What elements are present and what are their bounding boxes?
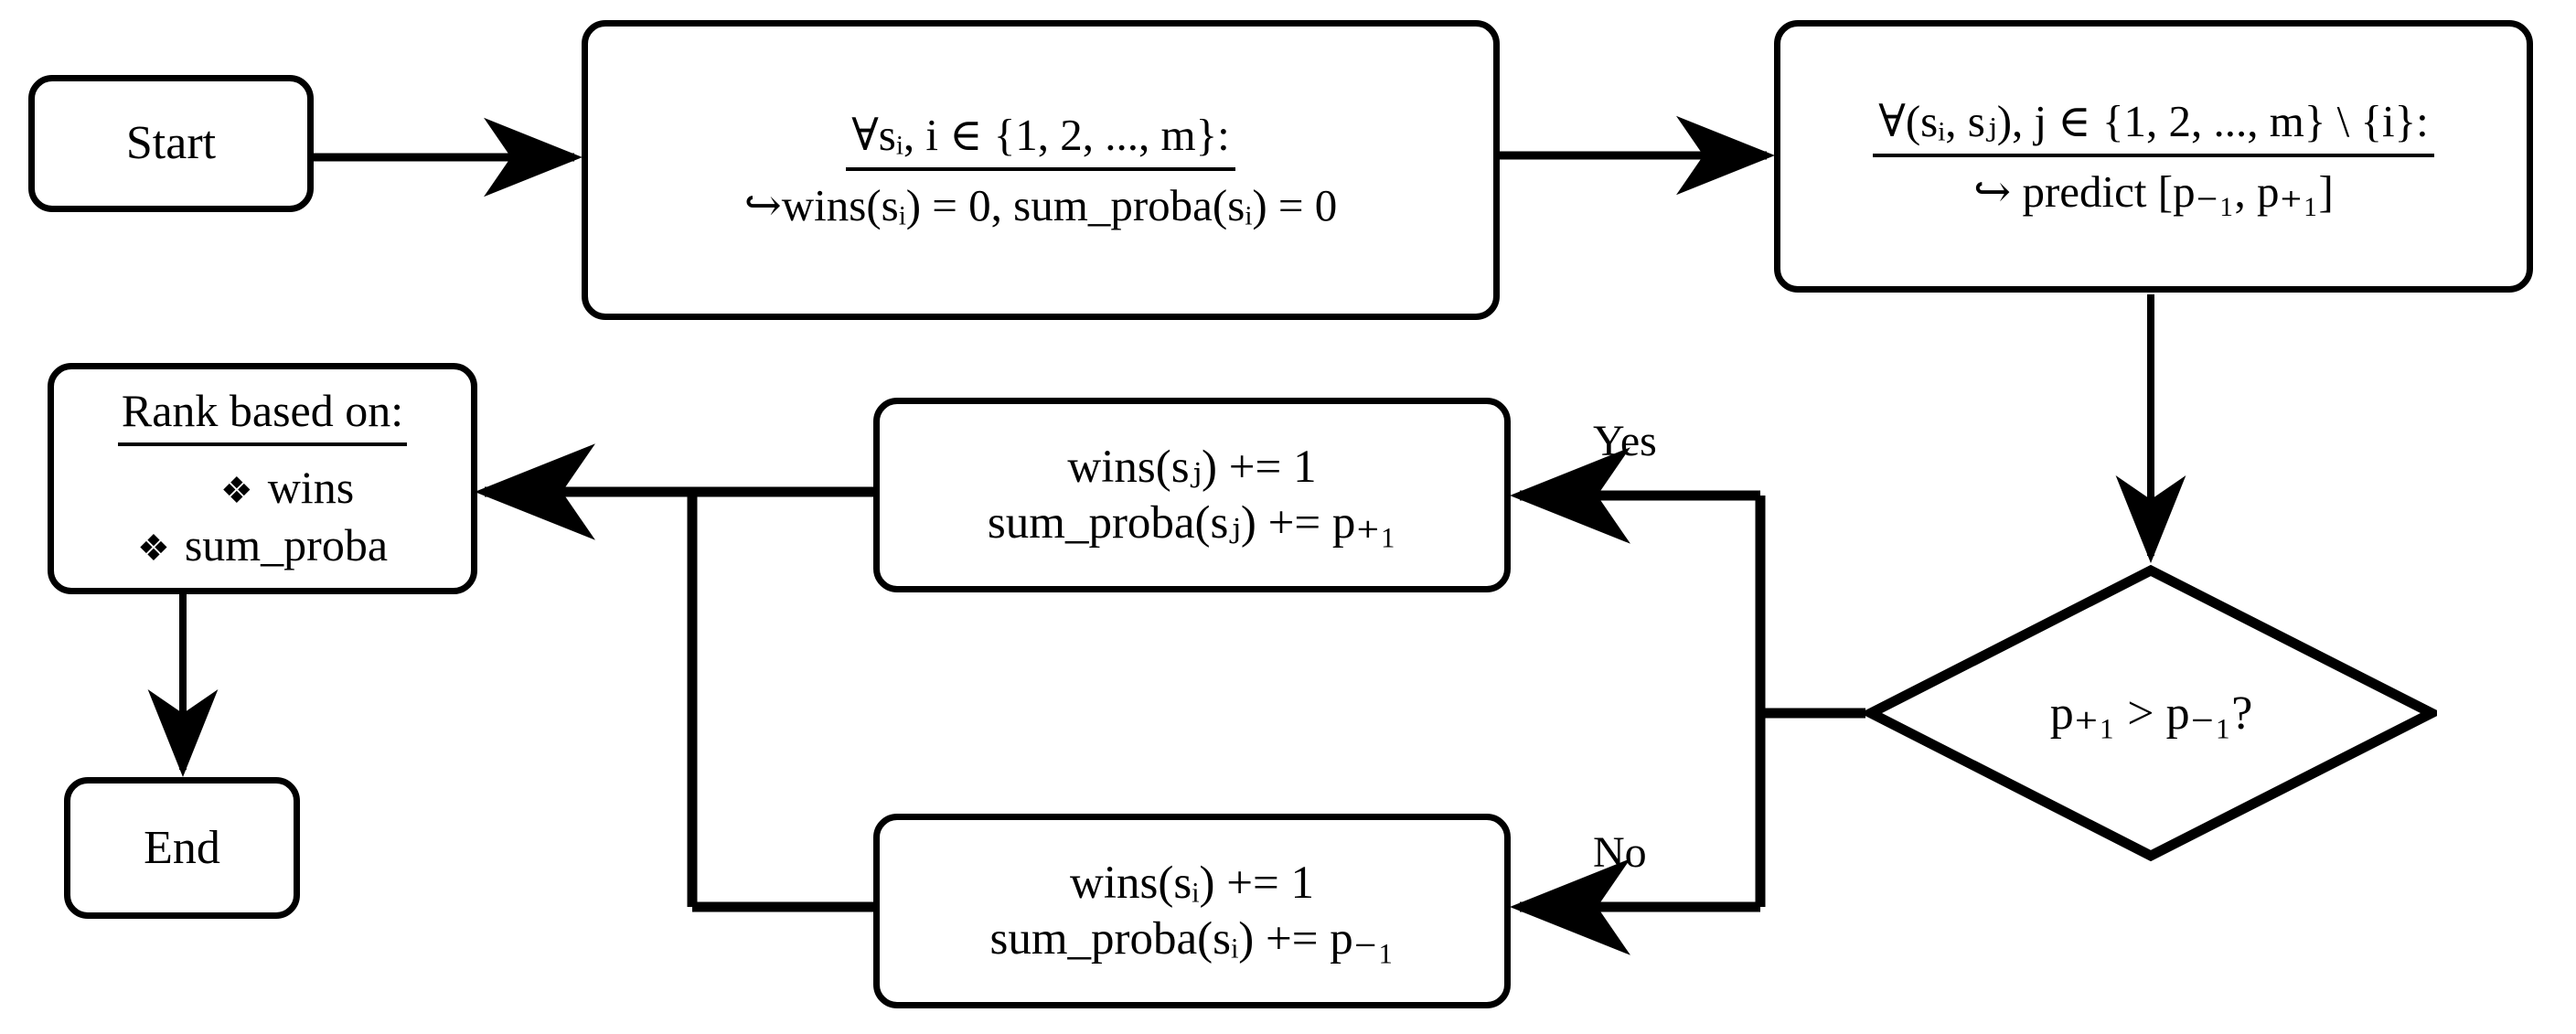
edge-decision-branch-trunk bbox=[1755, 496, 1865, 907]
node-decision[interactable]: p₊₁ > p₋₁? bbox=[1865, 565, 2437, 861]
node-initialize-line2: ↪wins(sᵢ) = 0, sum_proba(sᵢ) = 0 bbox=[743, 179, 1338, 230]
node-increment-i[interactable]: wins(sᵢ) += 1 sum_proba(sᵢ) += p₋₁ bbox=[873, 814, 1511, 1008]
node-decision-label: p₊₁ > p₋₁? bbox=[2049, 688, 2253, 740]
node-rank-bullet-sum-proba-label: sum_proba bbox=[184, 518, 389, 570]
node-end-label: End bbox=[144, 821, 220, 874]
node-end[interactable]: End bbox=[64, 777, 300, 919]
edge-label-yes: Yes bbox=[1593, 417, 1657, 465]
node-initialize-line1: ∀sᵢ, i ∈ {1, 2, ..., m}: bbox=[846, 109, 1235, 171]
node-increment-i-line1: wins(sᵢ) += 1 bbox=[1069, 858, 1315, 910]
node-initialize[interactable]: ∀sᵢ, i ∈ {1, 2, ..., m}: ↪wins(sᵢ) = 0, … bbox=[582, 20, 1500, 320]
node-rank-bullet-wins-label: wins bbox=[267, 461, 355, 513]
node-increment-j-line2: sum_proba(sⱼ) += p₊₁ bbox=[987, 496, 1397, 549]
diamond-bullet-icon: ❖ bbox=[219, 469, 253, 511]
node-start-label: Start bbox=[125, 117, 217, 170]
node-increment-j-line1: wins(sⱼ) += 1 bbox=[1067, 442, 1317, 494]
edge-label-no: No bbox=[1593, 828, 1647, 877]
diamond-bullet-icon: ❖ bbox=[136, 527, 170, 569]
edge-win-i-to-merge bbox=[687, 492, 873, 912]
node-rank-bullet-sum-proba: ❖ sum_proba bbox=[137, 518, 388, 572]
node-predict-line2: ↪ predict [p₋₁, p₊₁] bbox=[1973, 165, 2334, 217]
node-increment-j[interactable]: wins(sⱼ) += 1 sum_proba(sⱼ) += p₊₁ bbox=[873, 398, 1511, 592]
decision-diamond-shape bbox=[1865, 565, 2437, 861]
node-rank-title: Rank based on: bbox=[117, 384, 408, 446]
node-start[interactable]: Start bbox=[28, 75, 314, 212]
node-predict-line1: ∀(sᵢ, sⱼ), j ∈ {1, 2, ..., m} \ {i}: bbox=[1873, 95, 2434, 157]
node-predict[interactable]: ∀(sᵢ, sⱼ), j ∈ {1, 2, ..., m} \ {i}: ↪ p… bbox=[1774, 20, 2533, 293]
node-rank-bullet-wins: ❖ wins bbox=[171, 461, 354, 515]
node-rank[interactable]: Rank based on: ❖ wins ❖ sum_proba bbox=[48, 363, 477, 594]
node-increment-i-line2: sum_proba(sᵢ) += p₋₁ bbox=[989, 912, 1395, 965]
